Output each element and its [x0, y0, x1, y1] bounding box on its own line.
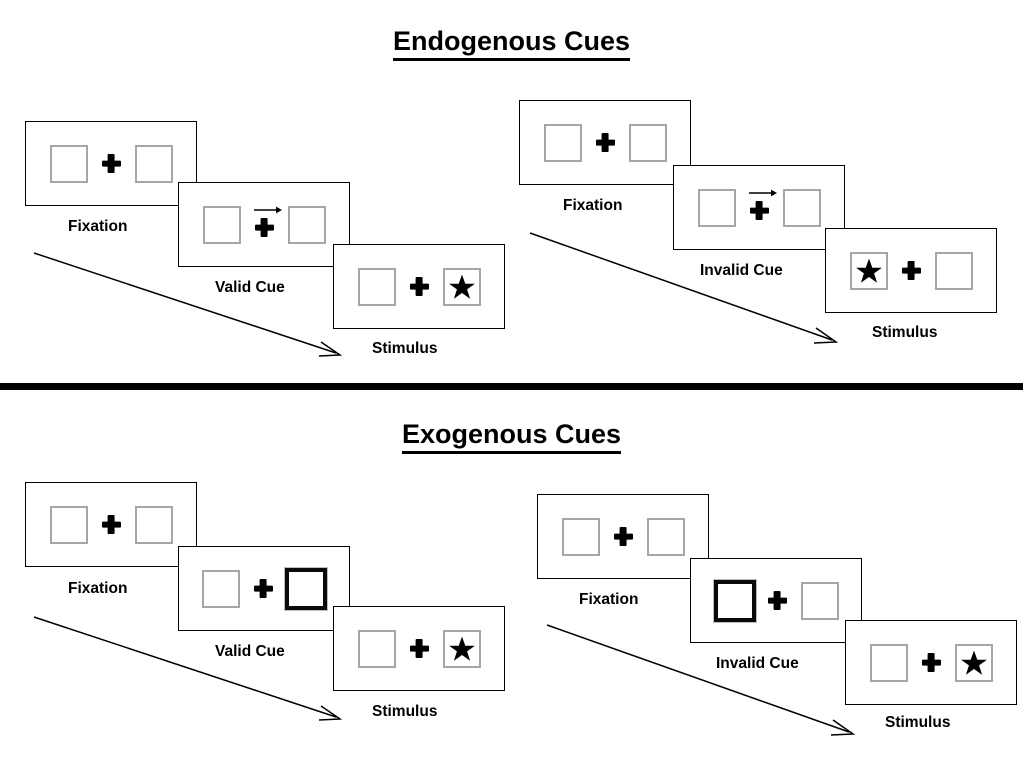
plus-cross-icon — [410, 277, 429, 296]
caption-endogenous-valid-stimulus: Stimulus — [372, 340, 438, 357]
caption-exogenous-invalid-stimulus: Stimulus — [885, 714, 951, 731]
left-placeholder-box — [49, 505, 88, 544]
star-icon — [448, 274, 475, 299]
caption-endogenous-invalid-fixation: Fixation — [563, 197, 623, 214]
frame-exogenous-valid-cue — [178, 546, 350, 631]
caption-endogenous-invalid-cue: Invalid Cue — [700, 262, 783, 279]
frame-endogenous-valid-fixation — [25, 121, 197, 206]
caption-exogenous-valid-stimulus: Stimulus — [372, 703, 438, 720]
star-icon — [855, 258, 882, 283]
left-placeholder-box — [202, 205, 241, 244]
caption-endogenous-invalid-stimulus: Stimulus — [872, 324, 938, 341]
frame-exogenous-invalid-cue — [690, 558, 862, 643]
frame-exogenous-invalid-stimulus — [845, 620, 1017, 705]
section-title-endogenous: Endogenous Cues — [0, 26, 1023, 61]
caption-endogenous-valid-cue: Valid Cue — [215, 279, 285, 296]
caption-exogenous-invalid-fixation: Fixation — [579, 591, 639, 608]
left-placeholder-box — [201, 569, 240, 608]
caption-endogenous-valid-fixation: Fixation — [68, 218, 128, 235]
left-placeholder-box — [357, 629, 396, 668]
frame-endogenous-valid-stimulus — [333, 244, 505, 329]
right-placeholder-box — [800, 581, 839, 620]
section-title-exogenous-text: Exogenous Cues — [401, 419, 622, 454]
left-cued-box-flash — [712, 578, 757, 623]
left-placeholder-box — [49, 144, 88, 183]
right-placeholder-box — [134, 144, 173, 183]
plus-cross-icon — [102, 515, 121, 534]
frame-exogenous-valid-fixation — [25, 482, 197, 567]
section-divider — [0, 383, 1023, 390]
left-placeholder-box — [561, 517, 600, 556]
left-target-box-with-star — [849, 251, 888, 290]
left-placeholder-box — [869, 643, 908, 682]
cue-slot — [253, 206, 282, 237]
plus-cross-icon — [614, 527, 633, 546]
caption-exogenous-valid-fixation: Fixation — [68, 580, 128, 597]
right-placeholder-box — [646, 517, 685, 556]
frame-exogenous-valid-stimulus — [333, 606, 505, 691]
right-target-box-with-star — [442, 267, 481, 306]
star-icon — [448, 636, 475, 661]
right-placeholder-box — [287, 205, 326, 244]
right-cued-box-flash — [283, 566, 328, 611]
plus-cross-icon — [768, 591, 787, 610]
frame-endogenous-invalid-cue — [673, 165, 845, 250]
frame-exogenous-invalid-fixation — [537, 494, 709, 579]
plus-cross-icon — [255, 218, 274, 237]
caption-exogenous-invalid-cue: Invalid Cue — [716, 655, 799, 672]
left-placeholder-box — [357, 267, 396, 306]
frame-endogenous-invalid-stimulus — [825, 228, 997, 313]
star-icon — [960, 650, 987, 675]
section-title-exogenous: Exogenous Cues — [0, 419, 1023, 454]
plus-cross-icon — [410, 639, 429, 658]
right-placeholder-box — [134, 505, 173, 544]
frame-endogenous-invalid-fixation — [519, 100, 691, 185]
right-placeholder-box — [782, 188, 821, 227]
plus-cross-icon — [102, 154, 121, 173]
arrow-right-icon — [748, 189, 777, 197]
plus-cross-icon — [750, 201, 769, 220]
cue-slot — [748, 189, 777, 220]
plus-cross-icon — [254, 579, 273, 598]
section-title-endogenous-text: Endogenous Cues — [392, 26, 630, 61]
left-placeholder-box — [697, 188, 736, 227]
arrow-right-icon — [253, 206, 282, 214]
right-target-box-with-star — [442, 629, 481, 668]
plus-cross-icon — [902, 261, 921, 280]
right-placeholder-box — [934, 251, 973, 290]
caption-exogenous-valid-cue: Valid Cue — [215, 643, 285, 660]
frame-endogenous-valid-cue — [178, 182, 350, 267]
plus-cross-icon — [922, 653, 941, 672]
right-target-box-with-star — [954, 643, 993, 682]
right-placeholder-box — [628, 123, 667, 162]
plus-cross-icon — [596, 133, 615, 152]
left-placeholder-box — [543, 123, 582, 162]
